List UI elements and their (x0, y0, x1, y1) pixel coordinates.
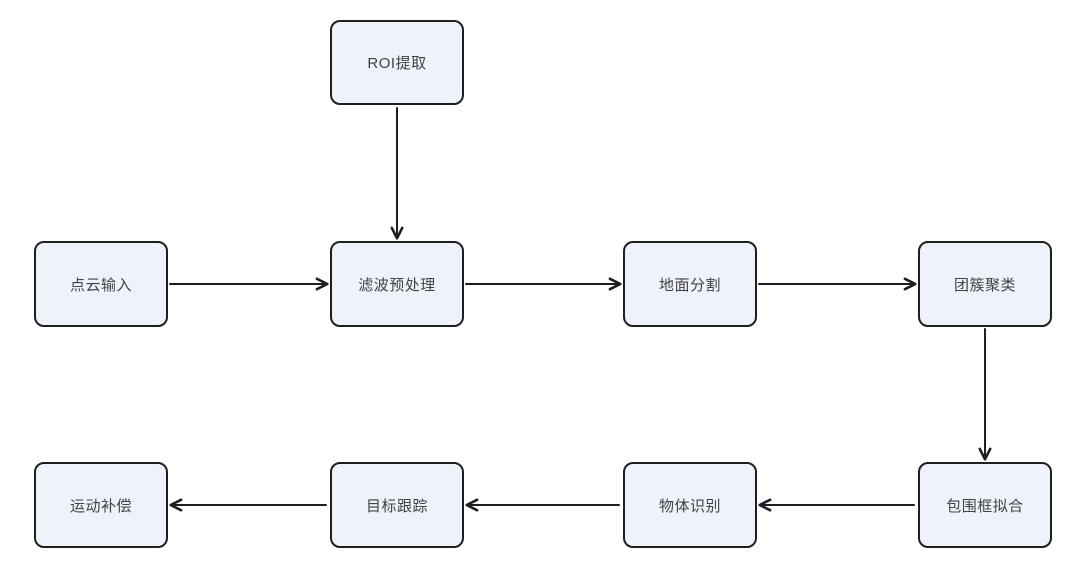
node-object-recognition: 物体识别 (623, 462, 757, 548)
node-cluster-clustering: 团簇聚类 (918, 241, 1052, 327)
node-bbox-fitting: 包围框拟合 (918, 462, 1052, 548)
node-ground-segmentation: 地面分割 (623, 241, 757, 327)
node-point-cloud-input: 点云输入 (34, 241, 168, 327)
node-target-tracking: 目标跟踪 (330, 462, 464, 548)
node-roi-extraction: ROI提取 (330, 20, 464, 105)
node-filter-preprocess: 滤波预处理 (330, 241, 464, 327)
node-motion-compensation: 运动补偿 (34, 462, 168, 548)
